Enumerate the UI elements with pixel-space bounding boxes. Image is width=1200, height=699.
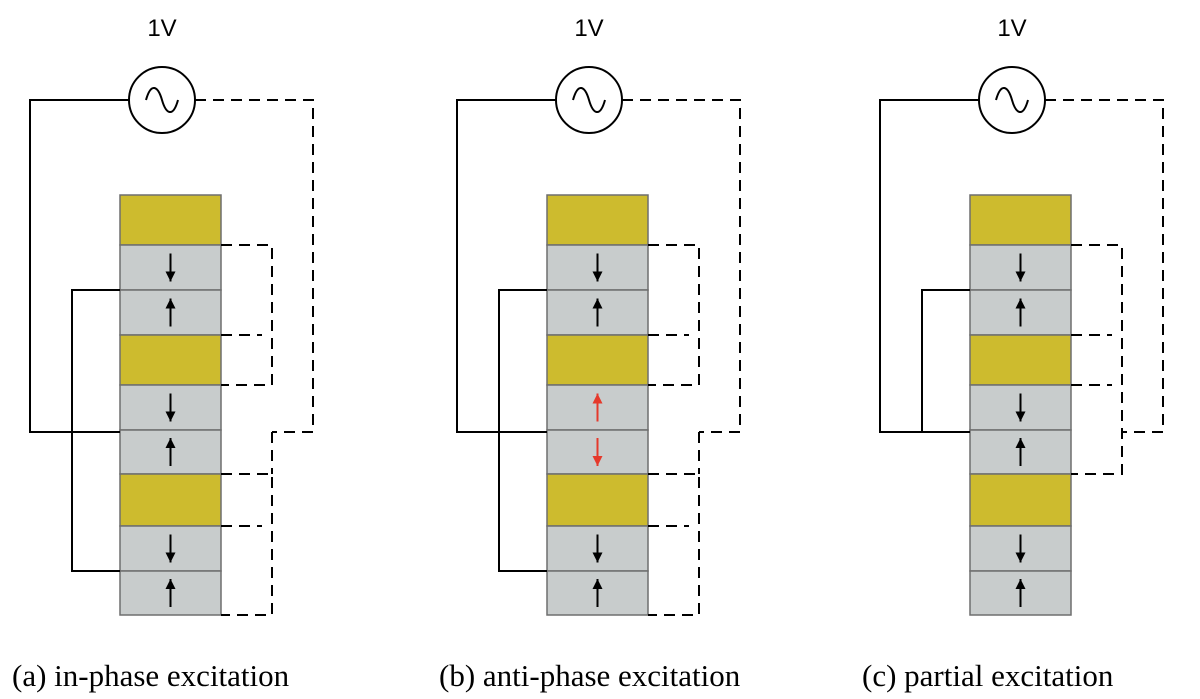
electrode-layer [546, 334, 649, 386]
arrow-up-icon [1015, 438, 1026, 448]
ground-wire [648, 244, 700, 386]
electrode-layer [969, 194, 1072, 246]
arrow-up-icon [1015, 579, 1026, 589]
arrow-up-icon [592, 298, 603, 309]
ground-wire [195, 99, 314, 433]
electrode-layer [546, 194, 649, 246]
arrow-down-icon [592, 552, 603, 563]
panel-caption: (c) partial excitation [862, 658, 1114, 693]
ground-wire [221, 244, 273, 386]
signal-wire [29, 99, 129, 433]
sine-wave-icon [572, 87, 606, 113]
electrode-layer [969, 473, 1072, 527]
panel-anti-phase: 1V (b) anti-phase excitation [439, 15, 741, 693]
signal-wire [921, 289, 970, 432]
arrow-down-icon [165, 271, 176, 282]
sine-wave-icon [145, 87, 179, 113]
arrow-up-icon [592, 393, 603, 404]
ground-wire [221, 473, 273, 616]
arrow-up-icon [165, 438, 176, 448]
electrode-layer [119, 334, 222, 386]
panel-caption: (a) in-phase excitation [12, 658, 290, 693]
ground-wire [1071, 244, 1123, 475]
arrow-down-icon [592, 456, 603, 466]
arrow-up-icon [165, 298, 176, 309]
ground-wire [622, 99, 741, 433]
signal-wire [879, 99, 979, 433]
sine-wave-icon [995, 87, 1029, 113]
piezo-layer [969, 429, 1072, 475]
panel-in-phase: 1V (a) in-phase excitation [12, 15, 314, 693]
arrow-down-icon [1015, 552, 1026, 563]
voltage-label: 1V [574, 15, 603, 42]
arrow-down-icon [1015, 271, 1026, 282]
arrow-up-icon [165, 579, 176, 589]
signal-wire [456, 99, 556, 433]
arrow-up-icon [1015, 298, 1026, 309]
panel-partial: 1V (c) partial excitation [862, 15, 1164, 693]
electrode-layer [969, 334, 1072, 386]
signal-wire [498, 289, 547, 572]
voltage-label: 1V [997, 15, 1026, 42]
electrode-layer [546, 473, 649, 527]
piezo-layer [119, 384, 222, 431]
panel-caption: (b) anti-phase excitation [439, 658, 741, 693]
electrode-layer [119, 194, 222, 246]
ground-wire [1045, 99, 1164, 433]
arrow-down-icon [1015, 411, 1026, 422]
signal-wire [71, 289, 120, 572]
arrow-down-icon [165, 552, 176, 563]
arrow-up-icon [592, 579, 603, 589]
electrode-layer [119, 473, 222, 527]
arrow-down-icon [165, 411, 176, 422]
arrow-down-icon [592, 271, 603, 282]
voltage-label: 1V [147, 15, 176, 42]
ground-wire [648, 473, 700, 616]
